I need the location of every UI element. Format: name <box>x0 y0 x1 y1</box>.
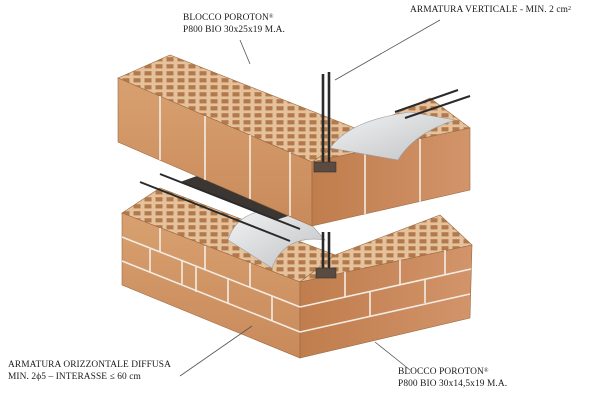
lower-horizontal-rebars <box>139 173 301 242</box>
vertical-reinforcement-sup: 2 <box>568 6 572 12</box>
bottom-block-reg: ® <box>483 368 489 374</box>
leader-bottom-block <box>374 341 411 371</box>
lower-wall-joints-right <box>299 250 472 333</box>
top-block-brand: BLOCCO POROTON <box>183 13 269 23</box>
bottom-block-brand: BLOCCO POROTON <box>398 367 484 377</box>
top-block-spec: P800 BIO 30x25x19 M.A. <box>183 24 285 35</box>
upper-wall-face-right <box>311 127 471 227</box>
leader-horizontal <box>179 325 253 377</box>
bottom-block-spec: P800 BIO 30x14,5x19 M.A. <box>398 378 508 389</box>
leader-top-block <box>239 39 251 65</box>
lower-rebar-socket <box>315 267 337 279</box>
upper-membrane <box>329 111 456 161</box>
lower-wall <box>121 172 473 359</box>
horizontal-reinforcement-line2: MIN. 2ϕ5 – INTERASSE ≤ 60 cm <box>8 371 141 382</box>
upper-rebar-socket <box>313 161 337 173</box>
upper-wall <box>117 54 471 227</box>
upper-horizontal-rebars <box>394 89 471 119</box>
horizontal-reinforcement-line1: ARMATURA ORIZZONTALE DIFFUSA <box>8 360 171 370</box>
lower-wall-joints-left <box>121 228 301 333</box>
label-top-block: BLOCCO POROTON® P800 BIO 30x25x19 M.A. <box>183 13 285 36</box>
label-bottom-block: BLOCCO POROTON® P800 BIO 30x14,5x19 M.A. <box>398 367 507 390</box>
label-horizontal-reinforcement: ARMATURA ORIZZONTALE DIFFUSA MIN. 2ϕ5 – … <box>8 360 171 383</box>
upper-wall-joints-right <box>364 139 421 214</box>
label-vertical-reinforcement: ARMATURA VERTICALE - MIN. 2 cm2 <box>410 5 571 17</box>
top-block-reg: ® <box>268 14 274 20</box>
upper-vertical-rebars <box>321 72 331 170</box>
upper-wall-joints-left <box>159 96 291 216</box>
lower-wall-face-right <box>299 244 473 359</box>
vertical-reinforcement-text: ARMATURA VERTICALE - MIN. 2 cm <box>410 5 568 15</box>
leader-lines <box>179 19 441 377</box>
leader-vertical <box>334 19 441 81</box>
